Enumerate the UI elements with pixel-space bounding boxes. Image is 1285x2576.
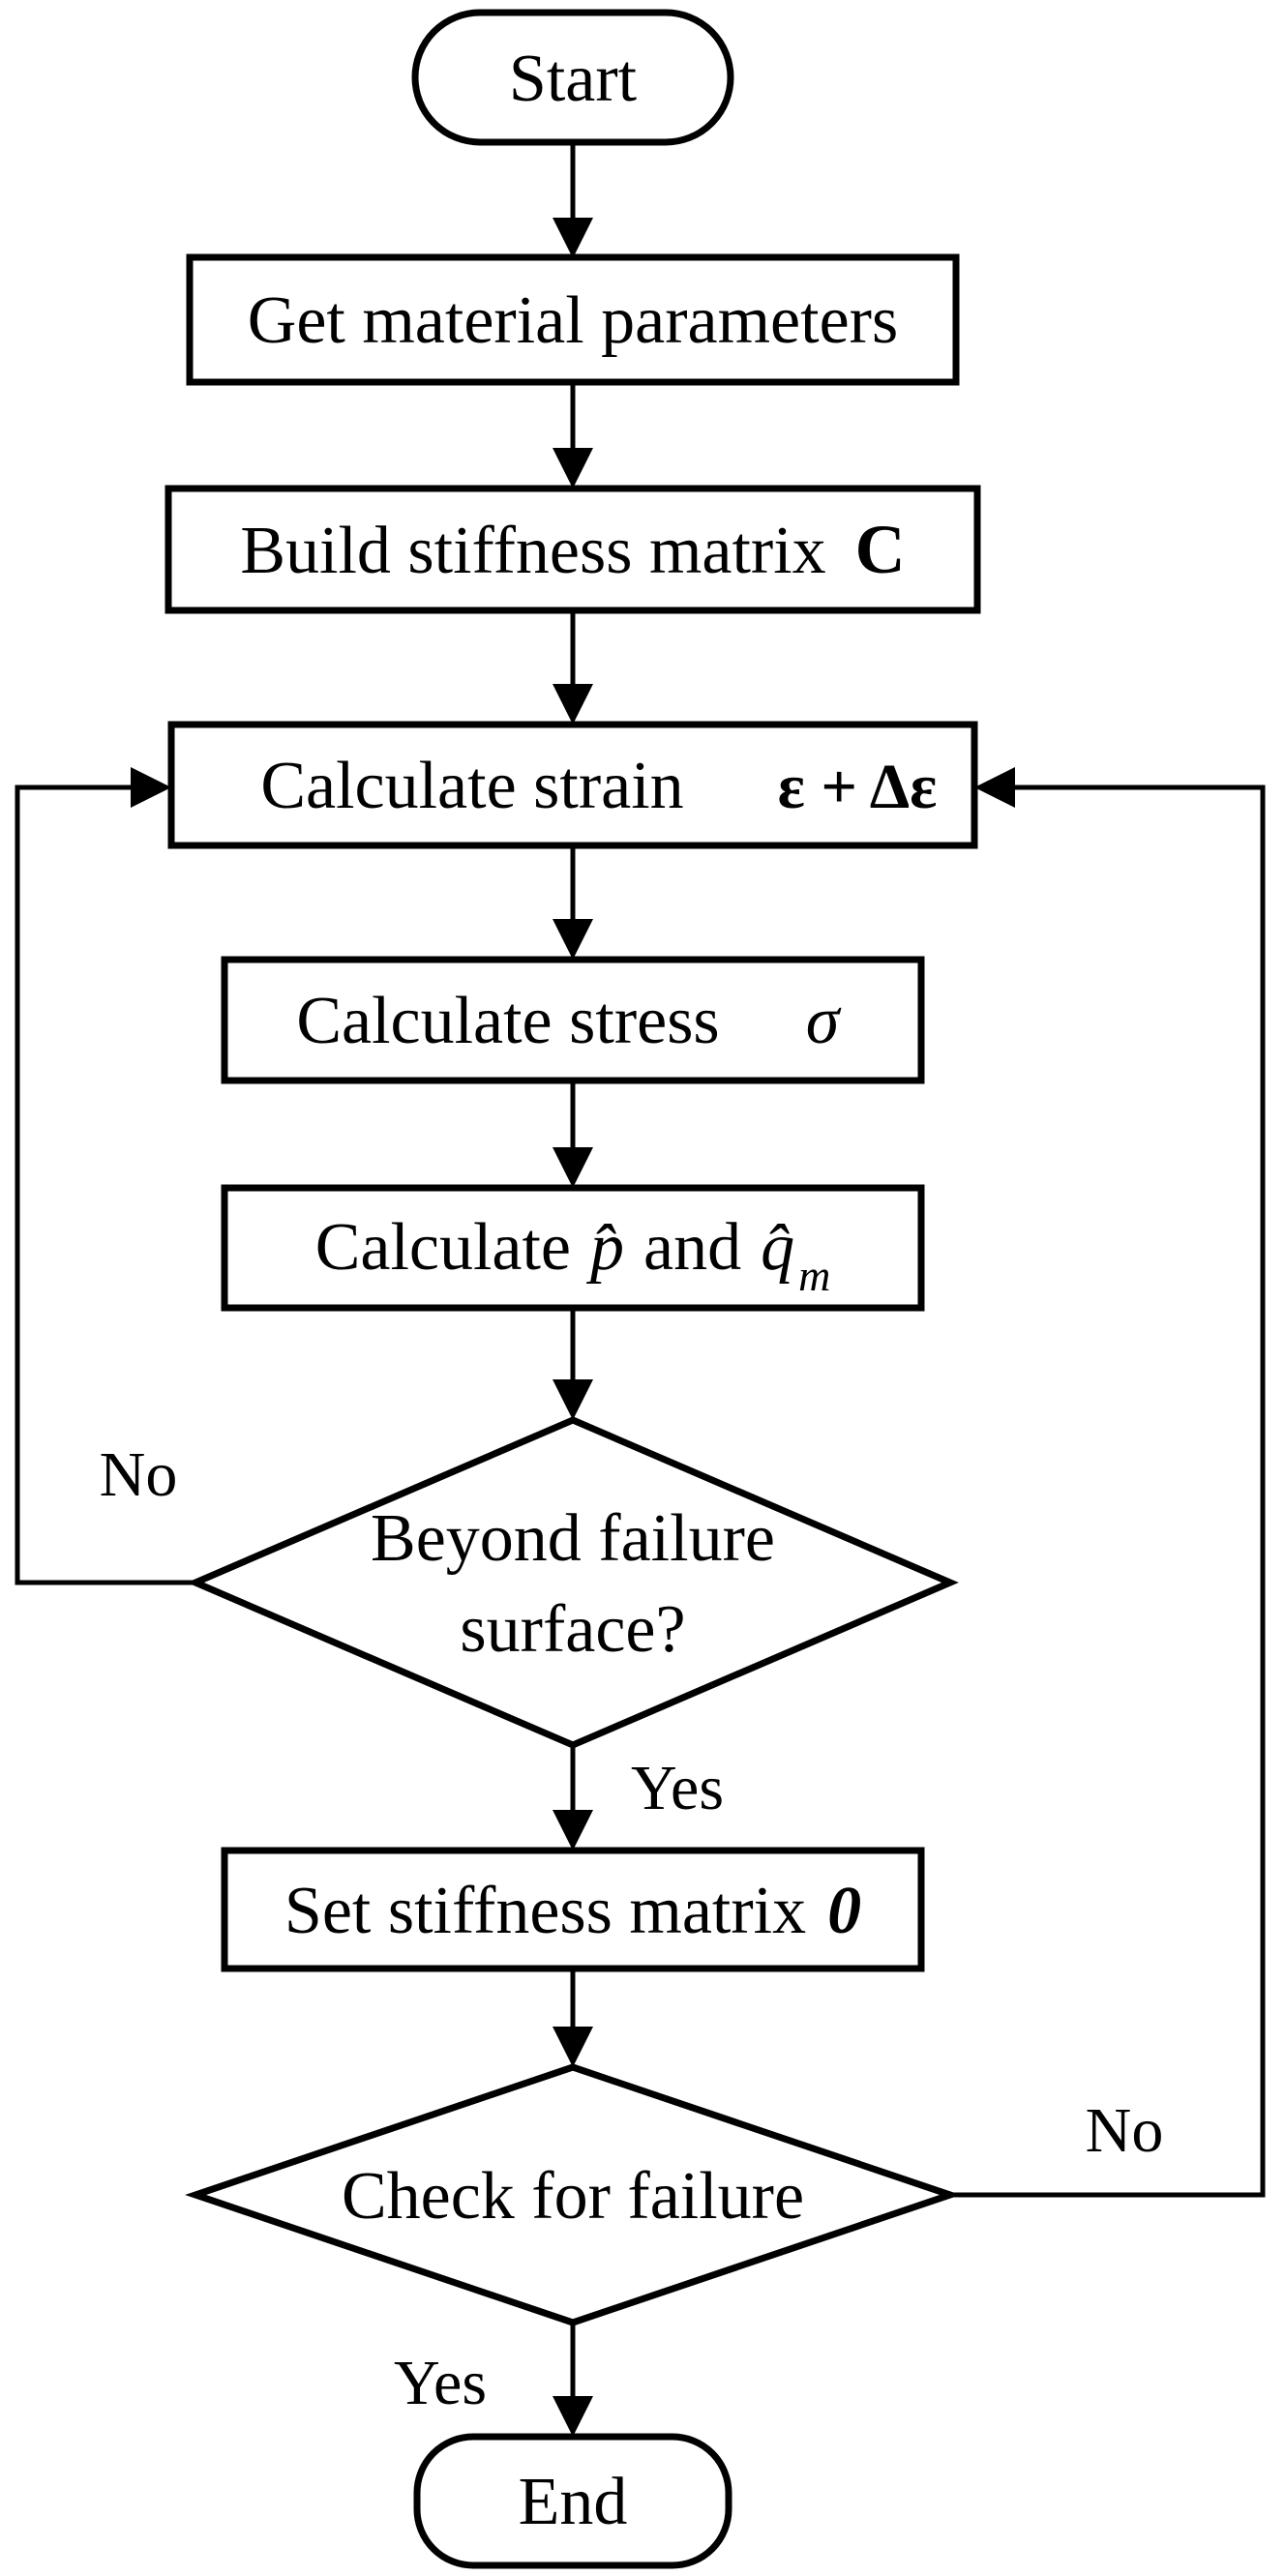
build-stiffness-text: Build stiffness matrix	[240, 514, 825, 588]
arrowhead-strain-to-stress	[553, 919, 593, 960]
arrowhead-set-stiffness-to-check	[553, 2027, 593, 2067]
q-hat-symbol: q̂	[761, 1210, 794, 1285]
node-calc-stress	[221, 956, 925, 1084]
arrowhead-params-to-stiffness	[553, 448, 593, 489]
set-stiffness-text: Set stiffness matrix	[284, 1874, 806, 1948]
q-subscript-m: m	[798, 1251, 830, 1300]
arrowhead-pq-to-beyond-failure	[553, 1379, 593, 1420]
nodes	[164, 9, 981, 2569]
node-calc-strain	[167, 721, 978, 849]
beyond-failure-label-line2: surface?	[460, 1592, 685, 1667]
stress-sigma-symbol: σ	[806, 984, 842, 1058]
check-failure-yes-label: Yes	[394, 2348, 487, 2418]
node-calc-pq	[221, 1184, 925, 1312]
strain-increment-formula: ε + Δε	[778, 752, 938, 822]
edge-check-failure-no-loop	[950, 785, 1266, 2198]
labels: Start Get material parameters Build stif…	[100, 42, 1164, 2539]
node-get-params	[186, 253, 960, 386]
calc-strain-label: Calculate strain	[260, 749, 683, 823]
edge-beyond-failure-no-loop	[15, 785, 195, 1585]
beyond-failure-yes-label: Yes	[631, 1753, 724, 1823]
node-end	[413, 2433, 732, 2569]
beyond-failure-label-line1: Beyond failure	[371, 1501, 775, 1576]
build-stiffness-label: Build stiffness matrix C	[240, 511, 905, 588]
arrowhead-stiffness-to-strain	[553, 684, 593, 725]
node-set-stiffness	[221, 1847, 925, 1972]
calc-stress-label: Calculate stress	[296, 984, 719, 1058]
node-check-failure-decision	[185, 2063, 961, 2326]
calc-pq-prefix: Calculate	[315, 1210, 571, 1285]
stiffness-matrix-zero-symbol: 0	[827, 1874, 861, 1948]
start-label: Start	[509, 42, 638, 116]
calc-pq-conjunction: and	[643, 1210, 741, 1285]
get-params-label: Get material parameters	[248, 283, 898, 358]
node-build-stiffness	[164, 485, 981, 614]
edges	[15, 142, 1266, 2437]
arrowhead-check-failure-no-loop	[974, 767, 1015, 808]
arrowhead-beyond-failure-no-loop	[131, 767, 171, 808]
node-beyond-failure-decision	[187, 1416, 959, 1749]
set-stiffness-label: Set stiffness matrix 0	[284, 1874, 861, 1948]
arrowhead-start-to-params	[553, 218, 593, 258]
stiffness-matrix-c-symbol: C	[855, 511, 906, 588]
arrowhead-check-failure-yes	[553, 2396, 593, 2437]
beyond-failure-no-label: No	[100, 1439, 178, 1510]
node-start	[411, 9, 734, 146]
p-hat-symbol: p̂	[585, 1210, 624, 1285]
check-failure-label: Check for failure	[342, 2159, 804, 2234]
end-label: End	[519, 2465, 628, 2539]
arrowhead-stress-to-pq	[553, 1147, 593, 1188]
check-failure-no-label: No	[1086, 2095, 1164, 2166]
arrowhead-beyond-failure-yes	[553, 1810, 593, 1851]
